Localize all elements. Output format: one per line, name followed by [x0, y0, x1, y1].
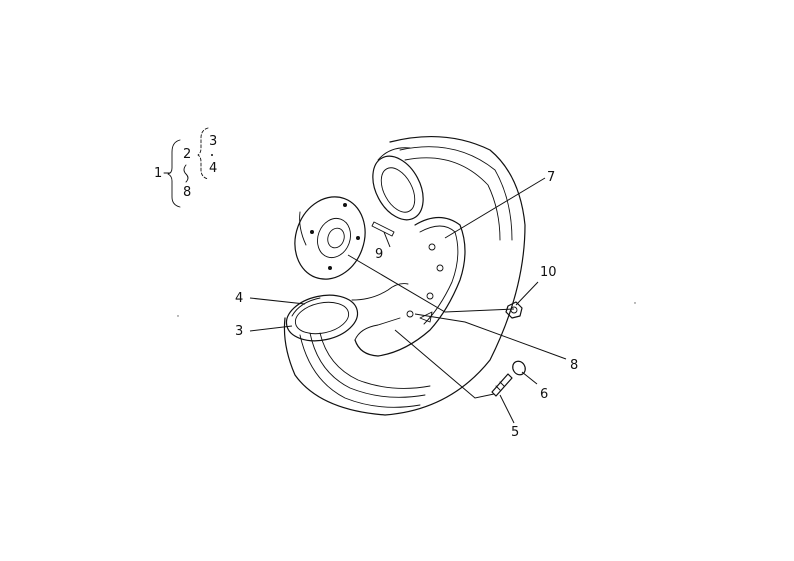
tire-tread-groove-1	[399, 146, 513, 241]
callout-8: 8	[570, 358, 578, 373]
scan-speck	[634, 302, 636, 304]
callout-10: 10	[540, 265, 557, 280]
scan-speck	[177, 315, 179, 317]
hub-flange-bore	[327, 227, 345, 249]
hub-stud-4	[310, 230, 314, 234]
tire-upper-cut-end	[372, 155, 424, 221]
group-nested-brace	[197, 127, 209, 180]
tire-lower-bead	[291, 297, 321, 317]
valve-cap	[512, 360, 526, 376]
tire-outer-contour	[283, 135, 526, 416]
rim-bolt-hole-2	[436, 264, 444, 272]
hub-stud-1	[343, 203, 347, 207]
rim-disc-inner-edge	[419, 225, 459, 325]
wheel-nut-hex	[505, 301, 523, 319]
rim-disc-lip	[354, 317, 401, 341]
callout-5: 5	[511, 425, 519, 440]
tire-tread-groove-2	[404, 157, 501, 241]
tire-upper-cut-inner	[380, 167, 416, 213]
hub-stud-2	[356, 236, 360, 240]
rim-bolt-hole-1	[428, 243, 436, 251]
callout-9: 9	[375, 247, 383, 262]
tire-upper-bead	[377, 147, 411, 161]
inner-tube-section	[351, 283, 409, 301]
hub-flange-outer	[294, 196, 366, 280]
callout-3: 3	[235, 324, 243, 339]
stud-bolt	[371, 221, 395, 237]
leader-6	[521, 371, 538, 385]
leader-9	[383, 231, 391, 248]
group-nested-label-2: 4	[209, 161, 217, 176]
tire-lower-cut-inner	[294, 301, 350, 335]
group-sub-label-1: 2	[183, 147, 191, 162]
leader-3	[249, 325, 293, 332]
tire-tread-groove-3	[299, 334, 421, 408]
rim-disc-edge	[354, 216, 466, 357]
stud-bolt-body	[371, 221, 395, 237]
leader-4	[249, 297, 306, 305]
group-nested-label-1: 3	[209, 134, 217, 149]
callout-labels: 7 9 4 3 10 8 6 5	[235, 170, 578, 440]
tire-tread-groove-4	[309, 332, 426, 398]
leader-lines	[249, 177, 567, 424]
tire-lower-cut-end	[285, 294, 359, 342]
leader-5	[499, 394, 515, 424]
group-sub-label-2: 8	[183, 185, 191, 200]
group-outer-brace	[167, 139, 181, 208]
callout-6: 6	[540, 387, 548, 402]
hub-stud-3	[328, 266, 332, 270]
rim-bolt-hole-3	[426, 292, 434, 300]
leader-5-from-rim	[394, 329, 495, 399]
leader-10-from-hub	[347, 254, 515, 313]
rim-disc	[351, 216, 466, 357]
wheel-nut-bore	[510, 306, 518, 314]
assembly-group: 1 2 8 3 4	[154, 127, 217, 208]
valve-stem	[491, 373, 513, 397]
leader-8	[414, 313, 567, 360]
leader-10	[515, 281, 539, 306]
hub-flange-shadow	[299, 211, 307, 246]
tire-tread-groove-5	[319, 332, 431, 389]
valve-stem-thread	[495, 381, 505, 391]
tire	[283, 135, 526, 416]
leader-7	[444, 177, 546, 239]
valve-cap-body	[512, 360, 526, 376]
wheel-nut	[505, 301, 523, 319]
rim-bolt-hole-4	[406, 310, 414, 318]
valve-stem-body	[491, 373, 513, 397]
group-main-label: 1	[154, 166, 162, 181]
callout-4: 4	[235, 291, 243, 306]
group-sub-connector	[183, 164, 189, 183]
callout-7: 7	[547, 170, 555, 185]
hub-flange-center	[317, 217, 351, 259]
group-nested-dot	[211, 154, 213, 156]
hub-flange	[294, 196, 366, 280]
